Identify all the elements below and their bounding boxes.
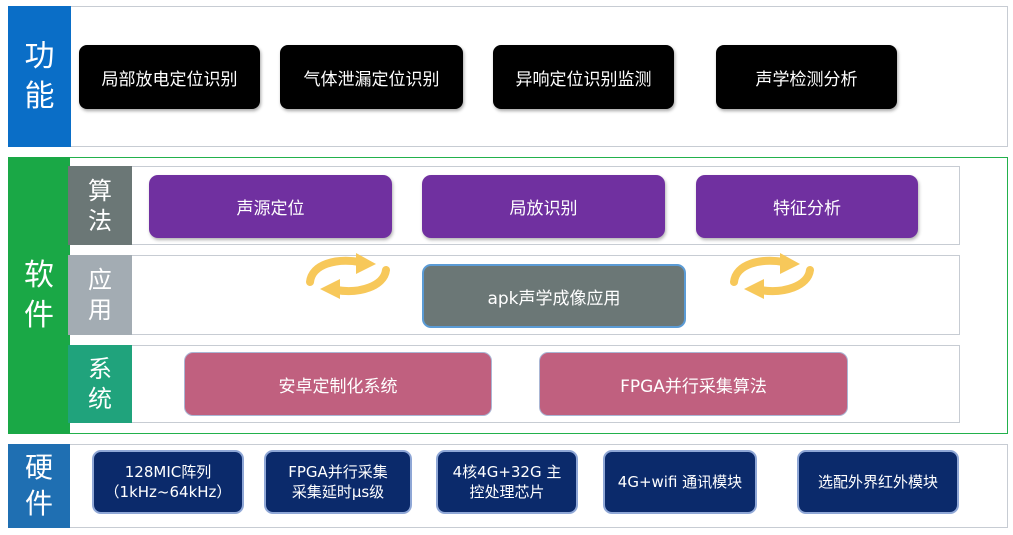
application-label: 应 用: [68, 255, 132, 335]
hardware-box-fpga: FPGA并行采集 采集延时μs级: [264, 450, 412, 514]
hardware-label-char-2: 件: [24, 487, 53, 520]
algorithm-box-text: 声源定位: [236, 199, 305, 219]
function-box-abnormal-sound: 异响定位识别监测: [493, 45, 674, 109]
algorithm-box-text: 特征分析: [773, 199, 841, 219]
hardware-box-mic-array: 128MIC阵列 （1kHz~64kHz）: [92, 450, 244, 514]
hardware-box-line-1: 4核4G+32G 主: [452, 463, 562, 481]
software-layer-label: 软 件: [8, 157, 70, 434]
application-box-text: apk声学成像应用: [487, 288, 621, 309]
system-box-text: FPGA并行采集算法: [620, 376, 767, 397]
system-box-android: 安卓定制化系统: [184, 352, 492, 416]
function-box-gas-leak: 气体泄漏定位识别: [280, 45, 463, 109]
algorithm-label: 算 法: [68, 166, 132, 245]
system-label-char-2: 统: [88, 385, 112, 413]
hardware-box-line-1: 128MIC阵列: [124, 463, 212, 481]
algorithm-box-feature-analysis: 特征分析: [696, 175, 918, 238]
software-label-char-2: 件: [24, 297, 54, 333]
application-box-apk: apk声学成像应用: [422, 264, 686, 328]
hardware-box-line-2: （1kHz~64kHz）: [104, 483, 232, 501]
system-label: 系 统: [68, 345, 132, 423]
function-label-char-2: 能: [24, 78, 55, 114]
application-label-char-1: 应: [88, 266, 112, 294]
function-box-text: 气体泄漏定位识别: [303, 69, 440, 90]
system-box-text: 安卓定制化系统: [278, 376, 398, 397]
algorithm-box-sound-source: 声源定位: [149, 175, 392, 238]
hardware-box-infrared-module: 选配外界红外模块: [797, 450, 959, 514]
function-layer-label: 功 能: [8, 6, 71, 147]
function-box-text: 异响定位识别监测: [515, 69, 652, 90]
hardware-box-line-1: 4G+wifi 通讯模块: [617, 473, 743, 491]
system-label-char-1: 系: [88, 355, 112, 383]
hardware-box-line-1: 选配外界红外模块: [817, 473, 938, 491]
system-box-fpga-algorithm: FPGA并行采集算法: [539, 352, 848, 416]
function-box-text: 声学检测分析: [755, 69, 858, 90]
hardware-box-line-1: FPGA并行采集: [288, 463, 388, 481]
hardware-layer-label: 硬 件: [8, 444, 70, 528]
hardware-label-char-1: 硬: [24, 451, 53, 484]
function-box-text: 局部放电定位识别: [101, 69, 238, 90]
software-label-char-1: 软: [24, 257, 54, 293]
algorithm-label-char-2: 法: [88, 206, 112, 235]
function-box-acoustic-analysis: 声学检测分析: [716, 45, 897, 109]
algorithm-box-pd-recognition: 局放识别: [422, 175, 665, 238]
function-box-partial-discharge: 局部放电定位识别: [79, 45, 260, 109]
hardware-box-processor: 4核4G+32G 主 控处理芯片: [436, 450, 578, 514]
hardware-box-line-2: 控处理芯片: [469, 483, 545, 501]
hardware-box-comm-module: 4G+wifi 通讯模块: [603, 450, 757, 514]
hardware-box-line-2: 采集延时μs级: [291, 483, 385, 501]
application-label-char-2: 用: [88, 296, 112, 324]
function-label-char-1: 功: [24, 38, 55, 74]
cycle-arrows-icon: [306, 253, 390, 299]
algorithm-label-char-1: 算: [88, 176, 112, 205]
cycle-arrows-icon: [730, 253, 814, 299]
algorithm-box-text: 局放识别: [509, 199, 578, 219]
